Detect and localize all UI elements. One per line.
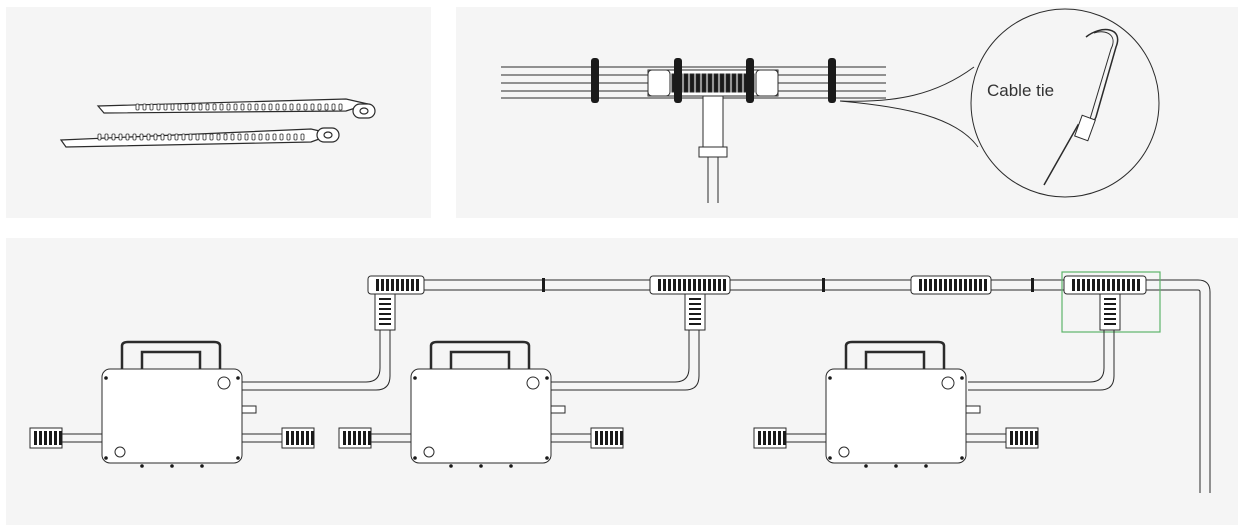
cable-tie-label: Cable tie	[987, 81, 1055, 100]
connector-icon	[367, 275, 425, 295]
cable-ties-illustration	[59, 98, 376, 148]
system-layout-panel	[6, 238, 1238, 525]
cable-tie-icon	[542, 278, 1034, 292]
cable-tie-icon	[59, 127, 340, 148]
cable-tie-callout	[839, 8, 1160, 198]
microinverter-icon	[29, 340, 315, 468]
cable-tie-icon	[591, 58, 836, 103]
system-layout-illustration	[29, 271, 1211, 493]
connector-icon	[1099, 293, 1121, 331]
connector-icon	[590, 427, 624, 449]
trunk-cable-panel: Cable tie	[456, 7, 1238, 218]
connector-icon	[281, 427, 315, 449]
trunk-cable-illustration	[501, 8, 1160, 203]
connector-icon	[338, 427, 372, 449]
connector-icon	[684, 293, 706, 331]
connector-icon	[910, 275, 992, 295]
trunk-cable-icon	[501, 66, 886, 203]
cable-tie-icon	[96, 98, 376, 119]
connector-icon	[1063, 275, 1147, 295]
microinverter-icon	[338, 340, 624, 468]
connector-icon	[649, 275, 731, 295]
connector-icon	[1005, 427, 1039, 449]
cable-ties-panel	[6, 7, 431, 218]
connector-icon	[29, 427, 63, 449]
microinverter-icon	[753, 340, 1039, 468]
connector-icon	[374, 293, 396, 331]
highlight-box	[1061, 271, 1161, 333]
connector-icon	[753, 427, 787, 449]
